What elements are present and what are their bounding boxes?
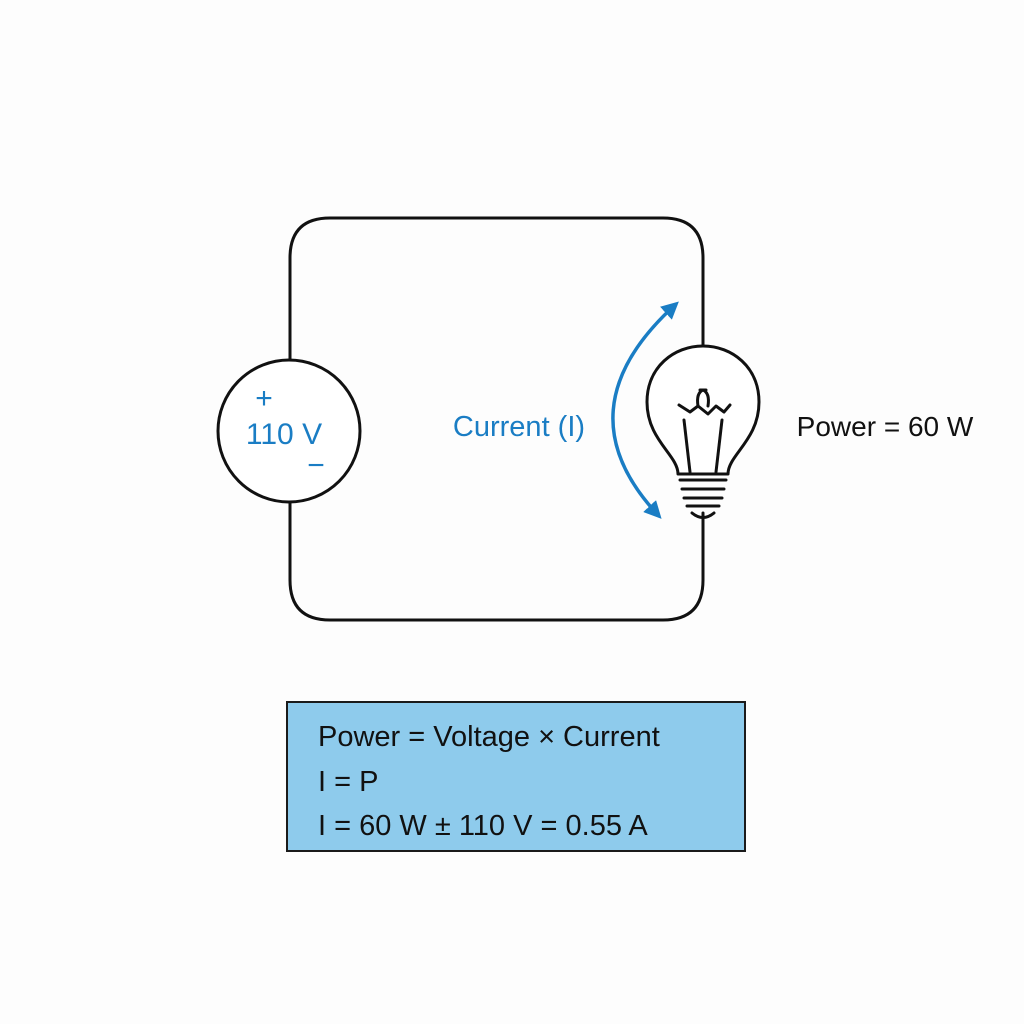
source-voltage-label: 110 V: [246, 418, 322, 451]
formula-line-current-symbol: I = P: [318, 765, 379, 798]
current-label: Current (I): [453, 411, 585, 443]
voltage-source-icon: + 110 V −: [216, 358, 362, 504]
light-bulb-icon: [645, 344, 761, 519]
formula-box: Power = Voltage × Current I = P I = 60 W…: [286, 701, 746, 852]
power-label: Power = 60 W: [797, 411, 974, 442]
circuit-wire: [288, 216, 705, 622]
current-arrow-icon: [611, 301, 679, 519]
source-plus-label: +: [255, 382, 273, 415]
formula-line-power: Power = Voltage × Current: [318, 721, 660, 753]
source-minus-label: −: [307, 449, 325, 482]
formula-line-current-value: I = 60 W ± 110 V = 0.55 A: [318, 810, 648, 842]
